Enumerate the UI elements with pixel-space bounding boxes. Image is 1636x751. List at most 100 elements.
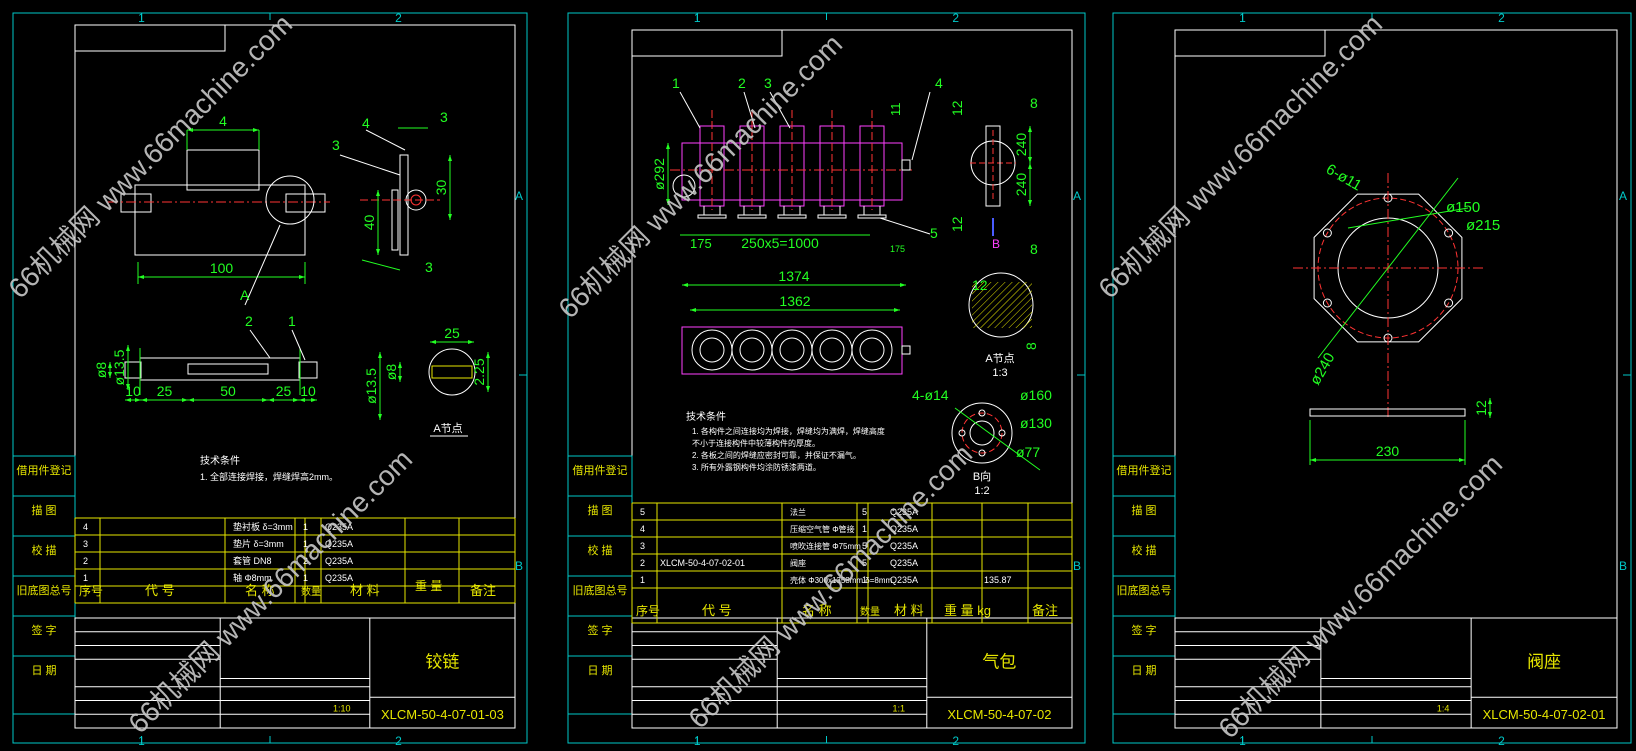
- dim-175b: 175: [890, 244, 905, 254]
- leader: [743, 91, 756, 129]
- bolt-hole-3: [958, 429, 966, 437]
- zone-label-2: 2: [952, 11, 959, 25]
- dim-25a-arrow: [182, 398, 188, 402]
- bom-no: 4: [640, 524, 645, 534]
- dim-50-arrow: [262, 398, 268, 402]
- dim-130: ø130: [1020, 415, 1052, 431]
- leader: [911, 91, 931, 161]
- dim-1000: 250x5=1000: [741, 235, 819, 251]
- dim-100-arrow: [138, 275, 144, 279]
- zone-label-A: A: [1619, 189, 1627, 203]
- drawing-number: XLCM-50-4-07-02-01: [1483, 707, 1606, 722]
- note-1: 不小于连接构件中较薄构件的厚度。: [692, 438, 820, 448]
- dim-50: 50: [220, 383, 236, 399]
- side-label-3: 旧底图总号: [1117, 583, 1172, 597]
- dim-10b: 10: [300, 383, 316, 399]
- dim-8a-arrow: [108, 362, 112, 368]
- dim-40: 40: [361, 215, 377, 231]
- bom-name: 轴 Φ8mm: [233, 572, 272, 583]
- side-label-2: 校 描: [1131, 543, 1156, 557]
- view-b-scale: 1:2: [974, 485, 989, 497]
- dim-25c-arrow: [468, 340, 474, 344]
- drawing-title: 铰链: [425, 653, 459, 672]
- dim-10b-arrow: [299, 398, 305, 402]
- dim-215: ø215: [1466, 217, 1500, 234]
- bom-qty: 1: [303, 539, 308, 549]
- bom-h-no: 序号: [79, 583, 103, 598]
- dim: [361, 259, 401, 271]
- detail-a-circle: [968, 272, 1034, 338]
- dim-2-25-arrow: [486, 352, 490, 358]
- note-3: 3. 所有外露钢构件均涂防锈漆两道。: [692, 462, 821, 472]
- leader-1: [291, 329, 306, 361]
- bolt-hole-0: [978, 409, 986, 417]
- dim-3b: 3: [425, 259, 433, 275]
- detail-a-pin: [431, 365, 473, 379]
- note-1: 1. 全部连接焊接，焊缝焊高2mm。: [200, 471, 338, 482]
- dim-3a: 3: [440, 109, 448, 125]
- dim-12-arrow: [1488, 398, 1492, 404]
- plan-bore-1: [739, 337, 765, 363]
- dim-230-arrow: [1459, 458, 1465, 462]
- detail-a-circle: [265, 175, 315, 225]
- callout-A: A: [240, 287, 250, 303]
- bom-mat: Q235A: [325, 573, 353, 583]
- dim-150: ø150: [1446, 199, 1480, 216]
- bom-mat: Q235A: [325, 556, 353, 566]
- dim-1374-arrow: [682, 283, 688, 287]
- bom-mat: Q235A: [890, 575, 918, 585]
- watermark-3: 66机械网 www.66machine.com: [682, 438, 978, 734]
- watermark-5: 66机械网 www.66machine.com: [1212, 448, 1508, 744]
- zone-label-2-bottom: 2: [1498, 734, 1505, 748]
- inlet: [901, 159, 911, 171]
- dim-1362-arrow: [690, 308, 696, 312]
- dim-292-arrow: [666, 199, 670, 205]
- plan-inlet: [901, 345, 911, 355]
- side-label-1: 描 图: [1131, 503, 1156, 517]
- zone-label-B: B: [515, 559, 523, 573]
- view-b-label: B向: [973, 469, 991, 483]
- bom-h-name: 名 称: [802, 603, 832, 618]
- bom-no: 2: [640, 558, 645, 568]
- zone-label-1-bottom: 1: [138, 734, 145, 748]
- dim-8a: 8: [1030, 95, 1038, 111]
- zone-label-B: B: [1619, 559, 1627, 573]
- dim-230-arrow: [1310, 458, 1316, 462]
- leader-dia: [954, 407, 1041, 471]
- bom-h-weight: 重 量 kg: [944, 603, 991, 618]
- zone-label-B: B: [1073, 559, 1081, 573]
- bom-no: 1: [83, 573, 88, 583]
- bom-mat: Q235A: [890, 507, 918, 517]
- plan-bore-4: [859, 337, 885, 363]
- dim-40-arrow: [376, 190, 380, 196]
- drawing-number: XLCM-50-4-07-02: [947, 707, 1051, 722]
- bom-qty: 1: [862, 524, 867, 534]
- seat-side-view: [1309, 408, 1466, 417]
- dim-top-arrow: [187, 128, 193, 132]
- zone-label-A: A: [515, 189, 523, 203]
- bom-weight: 135.87: [984, 575, 1012, 585]
- dim-13-5a: ø13.5: [111, 349, 127, 385]
- leader: [769, 91, 791, 129]
- dim-2-25-arrow: [486, 386, 490, 392]
- dim-25c: 25: [444, 325, 460, 341]
- dim-12c: 12: [972, 277, 988, 293]
- dim-top-arrow: [253, 128, 259, 132]
- zone-label-A: A: [1073, 189, 1081, 203]
- bolt-hole-2: [978, 449, 986, 457]
- dim-10a-arrow: [125, 398, 131, 402]
- dim-240a-arrow: [1028, 157, 1032, 163]
- dim-160: ø160: [1020, 387, 1052, 403]
- plan-bore-3: [819, 337, 845, 363]
- bom-h-weight: 重 量: [415, 579, 442, 593]
- scale-value: 1:1: [893, 704, 906, 714]
- bolt-hole-1: [998, 429, 1006, 437]
- bom-no: 1: [640, 575, 645, 585]
- dim-25b: 25: [276, 383, 292, 399]
- dim-100-arrow: [299, 275, 305, 279]
- plan-bore-0: [699, 337, 725, 363]
- side-label-3: 旧底图总号: [17, 583, 72, 597]
- leader: [679, 91, 701, 129]
- drawing-number: XLCM-50-4-07-01-03: [381, 707, 504, 722]
- bolt-hole-2: [1444, 298, 1454, 308]
